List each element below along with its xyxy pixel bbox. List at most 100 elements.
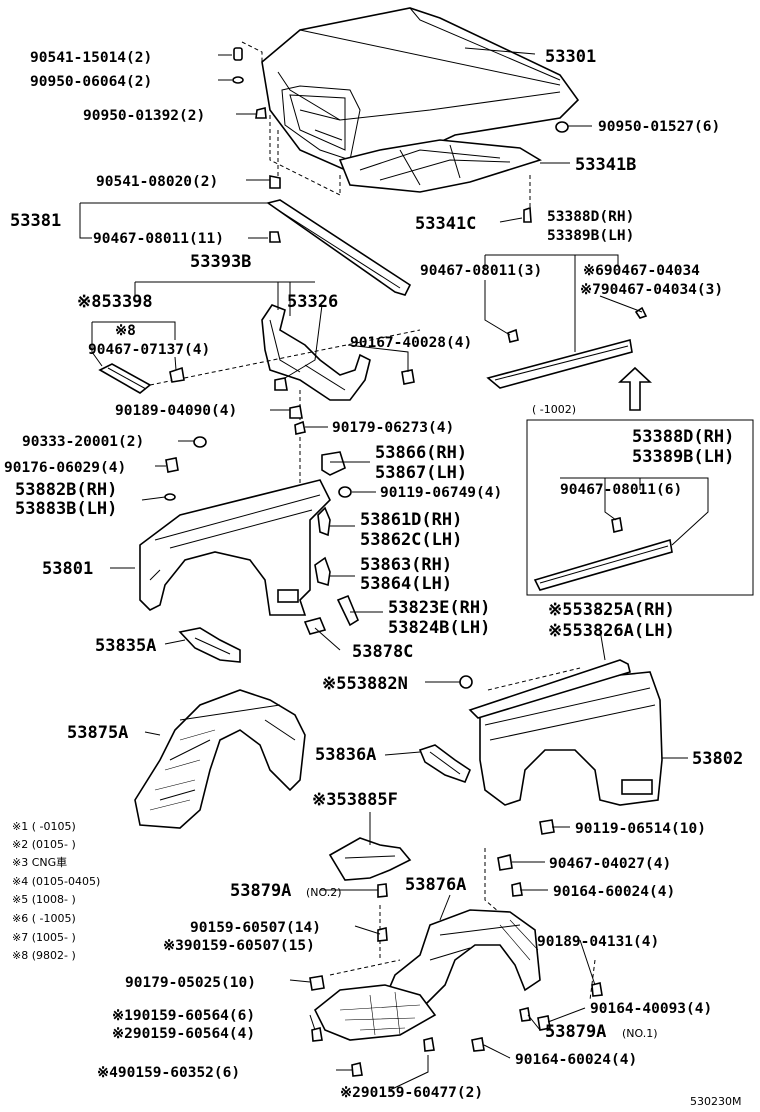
part-label: ※8 <box>115 323 136 339</box>
fender-bracket <box>261 304 371 401</box>
left-fender <box>139 479 331 616</box>
part-label: 53876A <box>405 875 466 895</box>
part-label: 53301 <box>545 47 596 67</box>
part-label: 90467-04027(4) <box>549 856 671 872</box>
clip-icon <box>232 47 569 243</box>
part-label: 90119-06514(10) <box>575 821 706 837</box>
footnote: ※5 (1008- ) <box>12 893 76 906</box>
part-label: 53866(RH) <box>375 443 467 463</box>
part-label: 90541-08020(2) <box>96 174 218 190</box>
footnote: ※7 (1005- ) <box>12 931 76 944</box>
part-label: 53882B(RH) <box>15 480 117 500</box>
part-label: 90179-06273(4) <box>332 420 454 436</box>
part-label: 90164-60024(4) <box>553 884 675 900</box>
arrow-icon <box>617 366 653 411</box>
fender-seal-right <box>418 744 471 784</box>
fender-molding-right <box>468 659 631 719</box>
part-label: 90541-15014(2) <box>30 50 152 66</box>
part-label: 53801 <box>42 559 93 579</box>
part-label: ※290159-60564(4) <box>112 1026 255 1042</box>
part-label: 53864(LH) <box>360 574 452 594</box>
part-label: 90159-60507(14) <box>190 920 321 936</box>
part-label: ※853398 <box>77 292 153 312</box>
part-label: 53389B(LH) <box>547 228 634 244</box>
right-fender <box>479 671 663 806</box>
part-label: 90950-01392(2) <box>83 108 205 124</box>
part-label: 53388D(RH) <box>632 427 734 447</box>
part-label: ※553825A(RH) <box>548 600 675 620</box>
part-label: 53836A <box>315 745 376 765</box>
hood-cushion <box>98 363 152 394</box>
part-label: 90179-05025(10) <box>125 975 256 991</box>
part-label: 53326 <box>287 292 338 312</box>
part-label: 53389B(LH) <box>632 447 734 467</box>
fender-liner-small <box>178 627 241 663</box>
part-label: ※553826A(LH) <box>548 621 675 641</box>
part-label: 90167-40028(4) <box>350 335 472 351</box>
part-label: 90119-06749(4) <box>380 485 502 501</box>
footnote: ※1 ( -0105) <box>12 820 76 833</box>
lower-shield <box>313 984 437 1041</box>
part-label: 53875A <box>67 723 128 743</box>
part-label: 90333-20001(2) <box>22 434 144 450</box>
part-label: 90950-01527(6) <box>598 119 720 135</box>
part-label: ※390159-60507(15) <box>163 938 315 954</box>
footnote: ※4 (0105-0405) <box>12 875 100 888</box>
leader-lines <box>79 47 709 1091</box>
part-label: 53802 <box>692 749 743 769</box>
part-label: 90164-60024(4) <box>515 1052 637 1068</box>
part-label: 90467-07137(4) <box>88 342 210 358</box>
footnote: ※6 ( -1005) <box>12 912 76 925</box>
part-label: 53861D(RH) <box>360 510 462 530</box>
part-label: 53863(RH) <box>360 555 452 575</box>
part-label: 53879A <box>230 881 291 901</box>
part-label: 90467-08011(11) <box>93 231 224 247</box>
part-label: 53341C <box>415 214 476 234</box>
hood-seal <box>266 199 412 296</box>
footnote: ※3 CNG車 <box>12 855 67 869</box>
inset-range-note: ( -1002) <box>532 403 576 416</box>
part-label: ※790467-04034(3) <box>580 282 723 298</box>
part-label: 53879A <box>545 1022 606 1042</box>
fender-liner-large <box>134 689 306 829</box>
fender-molding <box>486 306 648 389</box>
clip-icon <box>309 854 603 1077</box>
part-label: 90467-08011(6) <box>560 482 682 498</box>
clip-icon <box>164 436 207 501</box>
part-label: 53883B(LH) <box>15 499 117 519</box>
engine-undercover <box>328 837 412 881</box>
footnote: ※8 (9802- ) <box>12 949 76 962</box>
part-label: 53862C(LH) <box>360 530 462 550</box>
part-label: 53388D(RH) <box>547 209 634 225</box>
part-label: 90164-40093(4) <box>590 1001 712 1017</box>
part-label: 90467-08011(3) <box>420 263 542 279</box>
part-label: 53393B <box>190 252 251 272</box>
part-label-note: (NO.1) <box>622 1027 658 1040</box>
part-label: 90950-06064(2) <box>30 74 152 90</box>
hood-panel <box>261 7 580 173</box>
part-label: 53824B(LH) <box>388 618 490 638</box>
part-label: 90189-04131(4) <box>537 934 659 950</box>
part-label: 90176-06029(4) <box>4 460 126 476</box>
part-label: 90189-04090(4) <box>115 403 237 419</box>
part-label: 53878C <box>352 642 413 662</box>
part-label: ※553882N <box>322 674 408 694</box>
fender-brackets-set <box>303 451 359 635</box>
hood-inner-panel <box>338 139 542 193</box>
part-labels: 90541-15014(2) 90950-06064(2) 90950-0139… <box>4 47 743 1108</box>
part-label: 53867(LH) <box>375 463 467 483</box>
clip-icon <box>169 366 415 435</box>
part-label: 53835A <box>95 636 156 656</box>
part-label: 53341B <box>575 155 636 175</box>
inset-box <box>526 419 754 596</box>
part-label: ※353885F <box>312 790 398 810</box>
diagram-code: 530230M <box>690 1095 741 1108</box>
part-label: ※690467-04034 <box>583 263 700 279</box>
part-label: ※190159-60564(6) <box>112 1008 255 1024</box>
part-label: 53823E(RH) <box>388 598 490 618</box>
part-label: ※490159-60352(6) <box>97 1065 240 1081</box>
part-label: 53381 <box>10 211 61 231</box>
footnotes: ※1 ( -0105) ※2 (0105- ) ※3 CNG車 ※4 (0105… <box>12 820 100 962</box>
part-label: ※290159-60477(2) <box>340 1085 483 1101</box>
